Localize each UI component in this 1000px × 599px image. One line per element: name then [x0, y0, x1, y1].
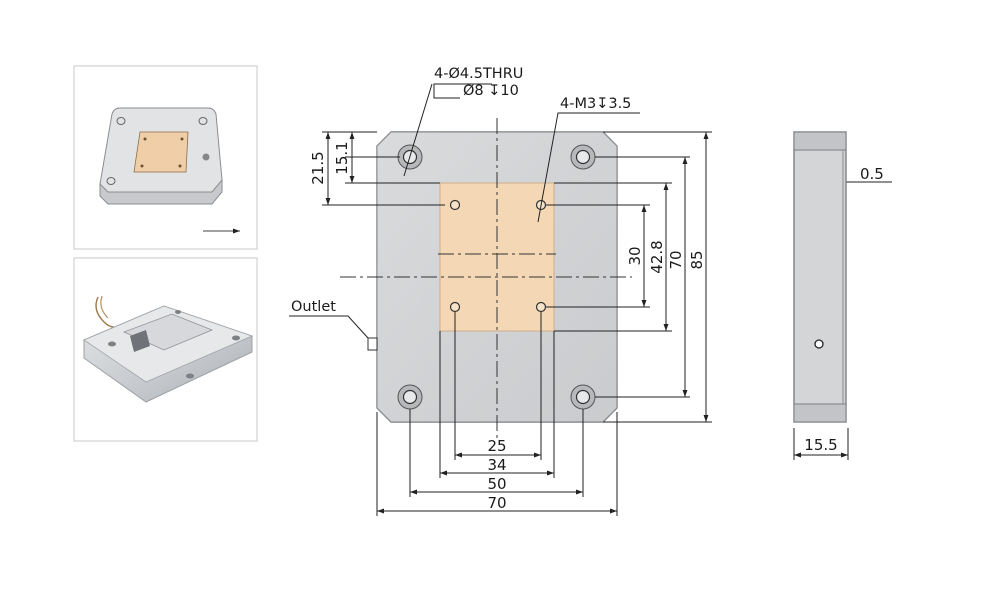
dim-70-vertical: 70: [667, 250, 685, 269]
dim-21-5: 21.5: [309, 151, 327, 184]
dim-85: 85: [688, 250, 706, 269]
outlet-port: [367, 337, 378, 351]
labels: 4-Ø4.5THRU Ø8 ↧10 4-M3↧3.5 Outlet 21.5 1…: [291, 66, 884, 512]
thru-hole-bl: [397, 384, 423, 410]
product-photo-panel: [73, 257, 258, 442]
dim-50: 50: [487, 475, 506, 493]
thru-hole-tr: [570, 144, 596, 170]
dim-25: 25: [487, 437, 506, 455]
dim-30: 30: [626, 246, 644, 265]
callout-outlet: Outlet: [291, 299, 336, 315]
callout-counterbore: Ø8 ↧10: [463, 83, 519, 99]
thru-hole-br: [570, 384, 596, 410]
dim-15-1: 15.1: [333, 141, 351, 174]
dim-42-8: 42.8: [648, 240, 666, 273]
render-3d-panel: [73, 65, 258, 250]
callout-tapped-holes: 4-M3↧3.5: [560, 96, 631, 112]
dimension-lines: [289, 83, 892, 516]
dim-34: 34: [487, 456, 506, 474]
front-view: [340, 118, 632, 438]
dim-15-5: 15.5: [804, 436, 837, 454]
callout-thru-holes: 4-Ø4.5THRU: [434, 66, 523, 82]
dim-70-horizontal: 70: [487, 494, 506, 512]
dim-0-5: 0.5: [860, 165, 884, 183]
side-outlet-hole: [814, 339, 824, 349]
side-view: [793, 131, 847, 423]
